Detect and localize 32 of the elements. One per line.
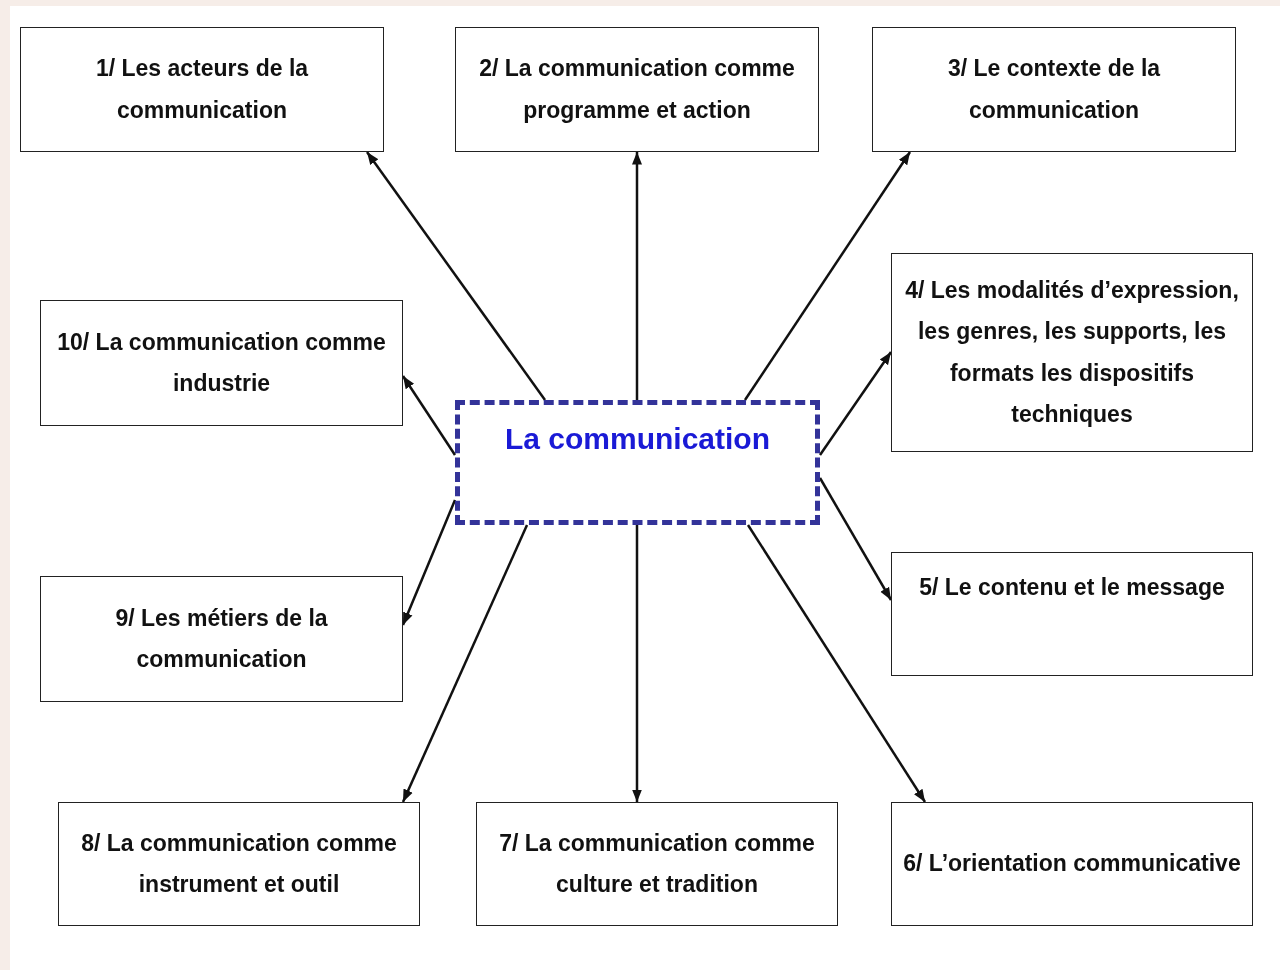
topic-label: 1/ Les acteurs de la communication <box>94 54 310 125</box>
topic-label: 2/ La communication comme programme et action <box>478 54 796 125</box>
topic-box <box>891 802 1253 926</box>
arrow <box>401 499 457 626</box>
topic-label: 9/ Les métiers de la communication <box>114 603 329 674</box>
topic-box <box>40 300 403 426</box>
arrow <box>401 524 529 803</box>
arrow <box>743 151 912 401</box>
topic-label: 5/ Le contenu et le message <box>919 573 1225 602</box>
arrow <box>746 524 927 803</box>
arrow <box>818 351 893 456</box>
topic-label: 4/ Les modalités d’expression, les genres, les supports, les formats les dispositifs techniques <box>904 275 1240 429</box>
topic-box <box>58 802 420 926</box>
topic-box <box>20 27 384 152</box>
arrow <box>401 375 457 456</box>
topic-box <box>891 253 1253 452</box>
topic-label: 6/ L’orientation communicative <box>903 849 1241 879</box>
topic-label: 7/ La communication comme culture et tradition <box>498 828 816 899</box>
topic-box <box>891 552 1253 676</box>
arrow <box>632 152 642 400</box>
central-topic-label: La communication <box>504 421 770 457</box>
topic-label: 10/ La communication comme industrie <box>56 327 387 398</box>
arrow <box>632 525 642 802</box>
arrow <box>818 477 893 601</box>
topic-label: 3/ Le contexte de la communication <box>946 54 1162 125</box>
topic-box <box>872 27 1236 152</box>
topic-box <box>455 27 819 152</box>
topic-box <box>476 802 838 926</box>
central-topic-box <box>455 400 820 525</box>
topic-box <box>40 576 403 702</box>
arrow <box>366 151 546 401</box>
topic-label: 8/ La communication comme instrument et outil <box>80 828 398 899</box>
